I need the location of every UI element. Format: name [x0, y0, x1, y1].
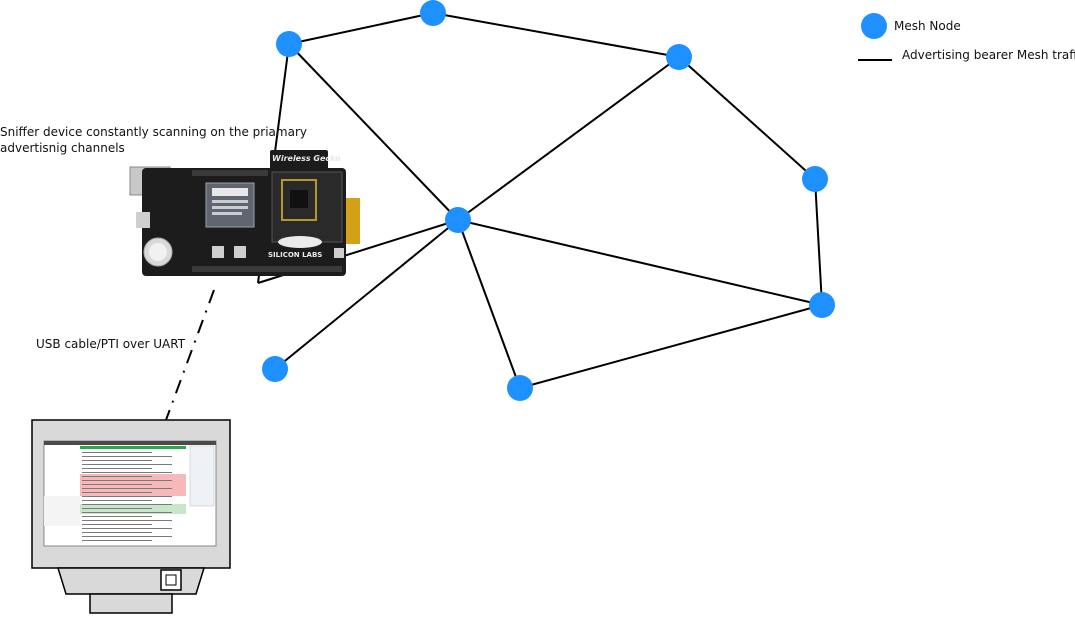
screen-packet-row — [82, 460, 152, 461]
mesh-node — [262, 356, 288, 382]
screen-packet-row — [82, 540, 152, 541]
screen-packet-rows — [82, 452, 172, 541]
screen-packet-row — [82, 504, 172, 505]
mesh-node — [445, 207, 471, 233]
sniffer-description: Sniffer device constantly scanning on th… — [0, 124, 307, 156]
antenna-trace — [281, 179, 317, 221]
vendor-logo — [278, 236, 322, 248]
screen-packet-row — [82, 528, 172, 529]
mesh-node — [802, 166, 828, 192]
usb-port — [136, 212, 150, 228]
mesh-node — [276, 31, 302, 57]
screen-packet-row — [82, 472, 172, 473]
mesh-nodes — [262, 0, 835, 401]
screen-packet-row — [82, 512, 172, 513]
mesh-link — [457, 219, 823, 306]
chip-logo — [212, 188, 248, 196]
mesh-node — [666, 44, 692, 70]
screen-packet-row — [82, 464, 172, 465]
side-header-pins — [346, 198, 360, 244]
coin-cell-inner — [149, 243, 167, 261]
monitor-foot — [89, 593, 173, 614]
screen-packet-row — [82, 508, 152, 509]
chip-text-line — [212, 212, 242, 215]
reset-button — [334, 248, 344, 258]
mesh-link — [678, 56, 816, 180]
screen-toolbar — [80, 446, 186, 449]
push-button-1 — [234, 246, 246, 258]
chip-text-line — [212, 200, 248, 203]
board-vendor-text: SILICON LABS — [268, 251, 322, 259]
screen-packet-row — [82, 532, 152, 533]
radio-chip — [290, 190, 308, 208]
power-button-indicator — [165, 574, 177, 586]
screen-packet-row — [82, 468, 152, 469]
pin-header-bottom — [192, 266, 342, 272]
screen-title-bar — [44, 441, 216, 445]
screen-packet-row — [82, 516, 152, 517]
mesh-link — [814, 178, 823, 306]
mesh-link — [457, 219, 521, 389]
usb-connection-label: USB cable/PTI over UART — [36, 337, 186, 351]
sniffer-board: Wireless Gecko SILICON LABS — [129, 150, 360, 276]
screen-packet-row — [82, 492, 152, 493]
screen-packet-row — [82, 524, 152, 525]
push-button-0 — [212, 246, 224, 258]
screen-packet-row — [82, 484, 152, 485]
mesh-link — [457, 56, 680, 221]
screen-packet-row — [82, 500, 152, 501]
pc-monitor — [31, 419, 231, 614]
sniffer-description-line2: advertisnig channels — [0, 141, 125, 155]
mesh-node — [809, 292, 835, 318]
legend-line-label: Advertising bearer Mesh traffic — [902, 48, 1075, 62]
screen-packet-row — [82, 476, 152, 477]
board-brand-text: Wireless Gecko — [272, 154, 341, 163]
mesh-link — [519, 304, 823, 389]
legend-node-label: Mesh Node — [894, 19, 961, 33]
screen-left-panel — [44, 496, 80, 526]
screen-packet-row — [82, 480, 172, 481]
screen-packet-row — [82, 496, 172, 497]
mesh-node — [420, 0, 446, 26]
gold-pin-header — [346, 198, 360, 244]
mesh-link — [432, 12, 680, 58]
mesh-link — [274, 219, 459, 370]
screen-packet-row — [82, 452, 152, 453]
sniffer-description-line1: Sniffer device constantly scanning on th… — [0, 125, 307, 139]
screen-packet-row — [82, 536, 172, 537]
legend-node-icon — [861, 13, 887, 39]
monitor-stand-base — [56, 567, 206, 595]
screen-packet-row — [82, 488, 172, 489]
screen-packet-row — [82, 456, 172, 457]
mesh-link — [288, 12, 434, 45]
board-header-tab — [270, 150, 328, 170]
pin-header-top — [192, 170, 268, 176]
chip-text-line — [212, 206, 248, 209]
mesh-node — [507, 375, 533, 401]
usb-connection-line — [165, 289, 215, 421]
screen-side-panel — [189, 445, 215, 507]
screen-packet-row — [82, 520, 172, 521]
mesh-link — [288, 43, 459, 221]
